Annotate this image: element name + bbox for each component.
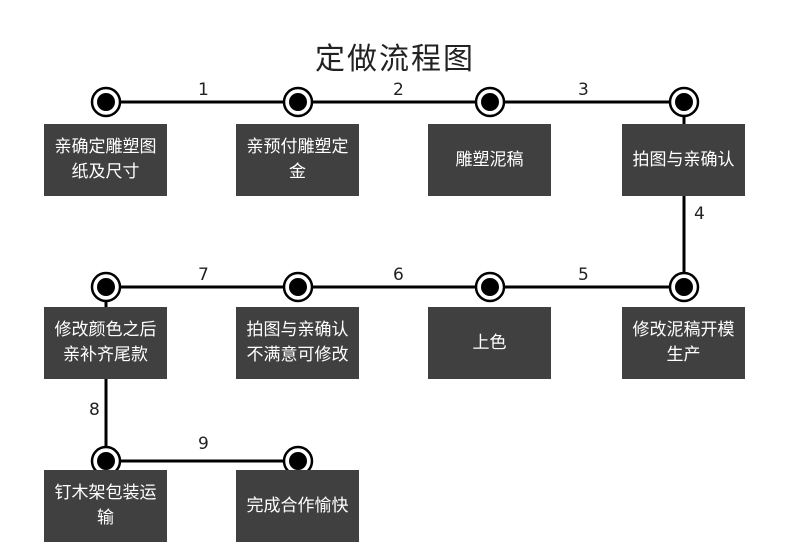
node-dot	[481, 93, 499, 111]
diagram-title: 定做流程图	[315, 42, 475, 77]
flow-node-8	[90, 271, 122, 303]
connection-label-9: 9	[198, 434, 209, 454]
step-box-9: 钉木架包装运输	[44, 470, 167, 542]
connection-label-4: 4	[694, 204, 705, 224]
connection-label-7: 7	[198, 265, 209, 285]
step-box-3: 雕塑泥稿	[428, 124, 551, 196]
node-dot	[97, 93, 115, 111]
flow-node-1	[90, 86, 122, 118]
step-label: 修改颜色之后亲补齐尾款	[54, 320, 157, 365]
flow-node-6	[474, 271, 506, 303]
node-dot	[289, 278, 307, 296]
step-box-7: 拍图与亲确认不满意可修改	[236, 307, 359, 379]
flow-node-5	[668, 271, 700, 303]
connection-label-6: 6	[393, 265, 404, 285]
node-dot	[289, 452, 307, 470]
step-box-5: 修改泥稿开模生产	[622, 307, 745, 379]
step-box-2: 亲预付雕塑定金	[236, 124, 359, 196]
step-box-10: 完成合作愉快	[236, 470, 359, 542]
step-label: 完成合作愉快	[246, 495, 349, 516]
connection-label-5: 5	[578, 265, 589, 285]
step-label: 亲确定雕塑图纸及尺寸	[54, 137, 157, 182]
node-dot	[97, 452, 115, 470]
node-dot	[675, 278, 693, 296]
step-box-6: 上色	[428, 307, 551, 379]
flow-node-2	[282, 86, 314, 118]
connection-label-3: 3	[578, 80, 589, 100]
step-box-1: 亲确定雕塑图纸及尺寸	[44, 124, 167, 196]
connection-label-8: 8	[89, 400, 100, 420]
step-label: 钉木架包装运输	[54, 483, 157, 528]
step-label: 拍图与亲确认	[632, 149, 735, 170]
flow-node-3	[474, 86, 506, 118]
step-label: 亲预付雕塑定金	[246, 137, 349, 182]
connection-label-1: 1	[198, 80, 209, 100]
connection-label-2: 2	[393, 80, 404, 100]
step-label: 上色	[472, 332, 507, 353]
step-box-4: 拍图与亲确认	[622, 124, 745, 196]
flow-node-4	[668, 86, 700, 118]
step-label: 修改泥稿开模生产	[632, 320, 735, 365]
node-dot	[97, 278, 115, 296]
step-box-8: 修改颜色之后亲补齐尾款	[44, 307, 167, 379]
node-dot	[481, 278, 499, 296]
step-label: 拍图与亲确认不满意可修改	[246, 320, 349, 365]
node-dot	[289, 93, 307, 111]
step-label: 雕塑泥稿	[455, 149, 524, 170]
flow-node-7	[282, 271, 314, 303]
node-dot	[675, 93, 693, 111]
